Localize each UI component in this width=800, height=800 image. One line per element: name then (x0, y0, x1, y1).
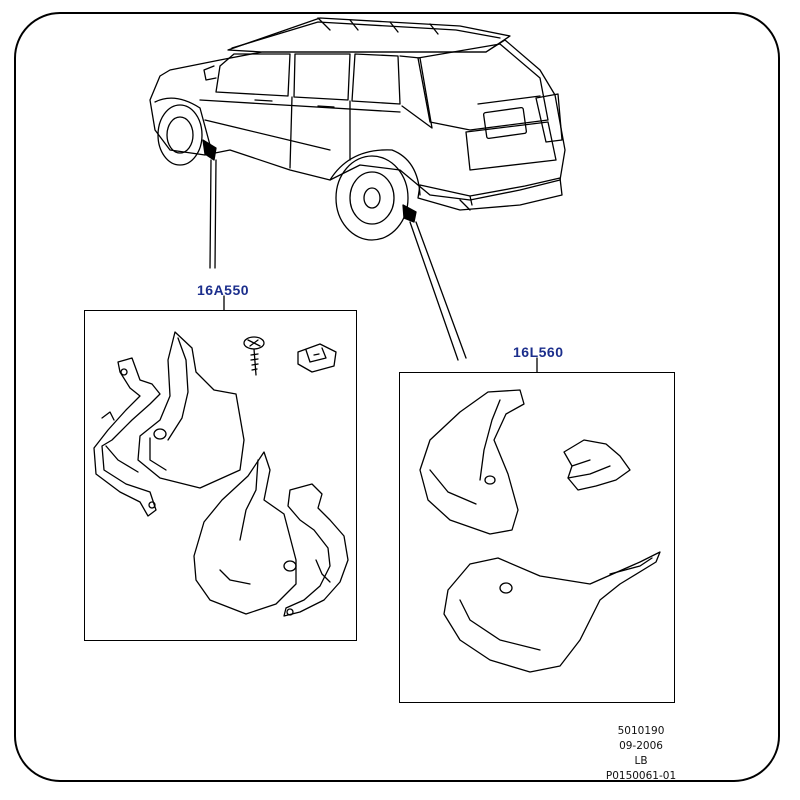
footer-line-4: P0150061-01 (605, 770, 677, 782)
front-kit-box (84, 310, 357, 641)
front-kit-parts (93, 331, 349, 617)
rear-kit-parts (419, 389, 661, 673)
diagram-frame (14, 12, 780, 782)
leader-lines (209, 159, 538, 373)
front-kit-part-number: 16A550 (197, 282, 250, 298)
illustration-footer: 5010190 09-2006 LB P0150061-01 (596, 724, 686, 784)
footer-line-2: 09-2006 (619, 740, 663, 752)
rear-kit-box (399, 372, 675, 703)
vehicle-illustration (149, 17, 566, 241)
footer-line-1: 5010190 (617, 725, 665, 737)
rear-kit-part-number: 16L560 (513, 344, 564, 360)
footer-line-3: LB (634, 755, 648, 767)
